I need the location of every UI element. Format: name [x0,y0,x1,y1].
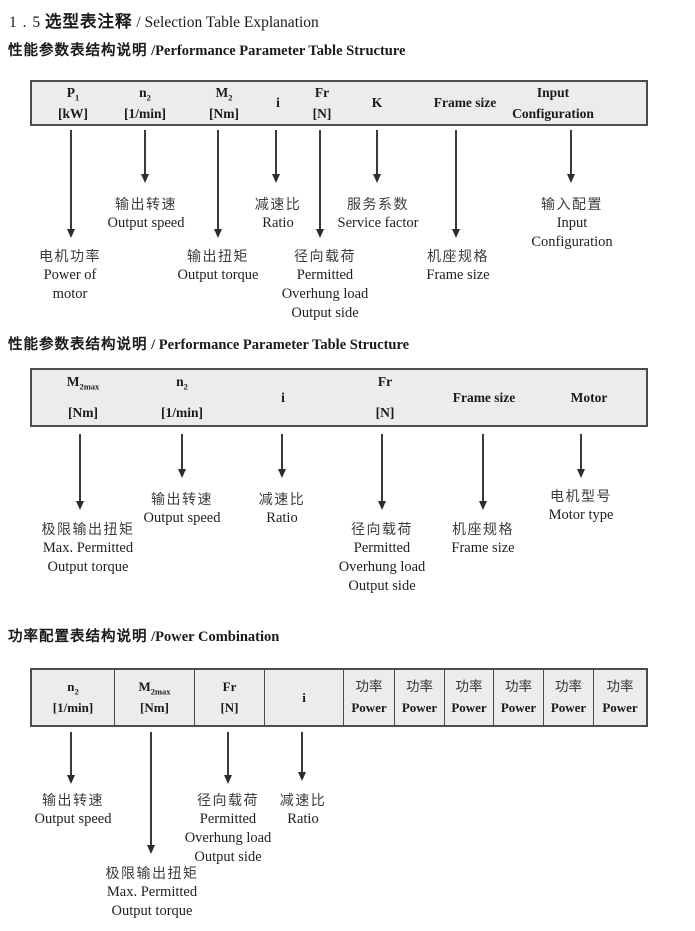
down-arrow [212,130,224,238]
down-arrow [314,130,326,238]
header-cell-i: i [276,95,280,110]
down-arrow [74,434,86,510]
page-title-en: / Selection Table Explanation [136,14,319,31]
header-cell-power: 功率 Power [494,670,544,725]
section-2-heading-cn: 性能参数表结构说明 [8,337,148,353]
section-2-heading: 性能参数表结构说明 / Performance Parameter Table … [8,333,409,354]
section-1-heading: 性能参数表结构说明 /Performance Parameter Table S… [8,39,405,60]
header-cell-fr: Fr [N] [312,84,332,121]
header-cell-n2: n2 [1/min] [32,670,115,725]
performance-table-2: M2max [Nm] n2 [1/min] i Fr [N] Frame siz… [30,368,648,427]
header-cell-p1: P1 [kW] [58,84,88,121]
header-cell-power: 功率 Power [395,670,445,725]
section-2-heading-en: / Performance Parameter Table Structure [151,337,410,353]
header-cell-n2: n2 [1/min] [161,374,203,420]
down-arrow [145,732,157,854]
power-combination-table: n2 [1/min] M2max [Nm] Fr [N] i 功率 Power … [30,668,648,727]
page-title: 1 . 5 选型表注释 / Selection Table Explanatio… [9,8,319,32]
page-title-cn: 选型表注释 [45,12,133,31]
header-cell-frame-size: Frame size [452,389,516,405]
down-arrow [276,434,288,478]
header-cell-m2: M2 [Nm] [209,84,239,121]
down-arrow [270,130,282,183]
header-cell-k: K [371,95,383,110]
section-1-heading-cn: 性能参数表结构说明 [8,43,148,59]
down-arrow [477,434,489,510]
header-cell-input-configuration: Input Configuration [512,84,594,121]
down-arrow [176,434,188,478]
down-arrow [65,732,77,784]
down-arrow [371,130,383,183]
down-arrow [65,130,77,238]
header-cell-n2: n2 [1/min] [124,84,166,121]
header-cell-power: 功率 Power [344,670,395,725]
down-arrow [222,732,234,784]
header-cell-fr: Fr [N] [375,374,395,420]
section-3-heading-cn: 功率配置表结构说明 [8,629,148,645]
down-arrow [450,130,462,238]
down-arrow [376,434,388,510]
header-cell-motor: Motor [570,389,608,405]
header-cell-fr: Fr [N] [195,670,265,725]
header-cell-m2max: M2max [Nm] [66,374,100,420]
header-cell-power: 功率 Power [544,670,594,725]
header-cell-power: 功率 Power [445,670,494,725]
section-3-heading: 功率配置表结构说明 /Power Combination [8,625,279,646]
header-cell-i: i [265,670,344,725]
header-cell-m2max: M2max [Nm] [115,670,195,725]
down-arrow [296,732,308,781]
down-arrow [565,130,577,183]
header-cell-power: 功率 Power [602,679,638,715]
performance-table-1: P1 [kW] n2 [1/min] M2 [Nm] i Fr [N] K Fr… [30,80,648,126]
section-number: 1 . 5 [9,14,42,31]
down-arrow [139,130,151,183]
section-3-heading-en: /Power Combination [151,629,280,645]
section-1-heading-en: /Performance Parameter Table Structure [151,43,406,59]
header-cell-frame-size: Frame size [433,95,497,110]
down-arrow [575,434,587,478]
header-cell-i: i [281,389,285,405]
